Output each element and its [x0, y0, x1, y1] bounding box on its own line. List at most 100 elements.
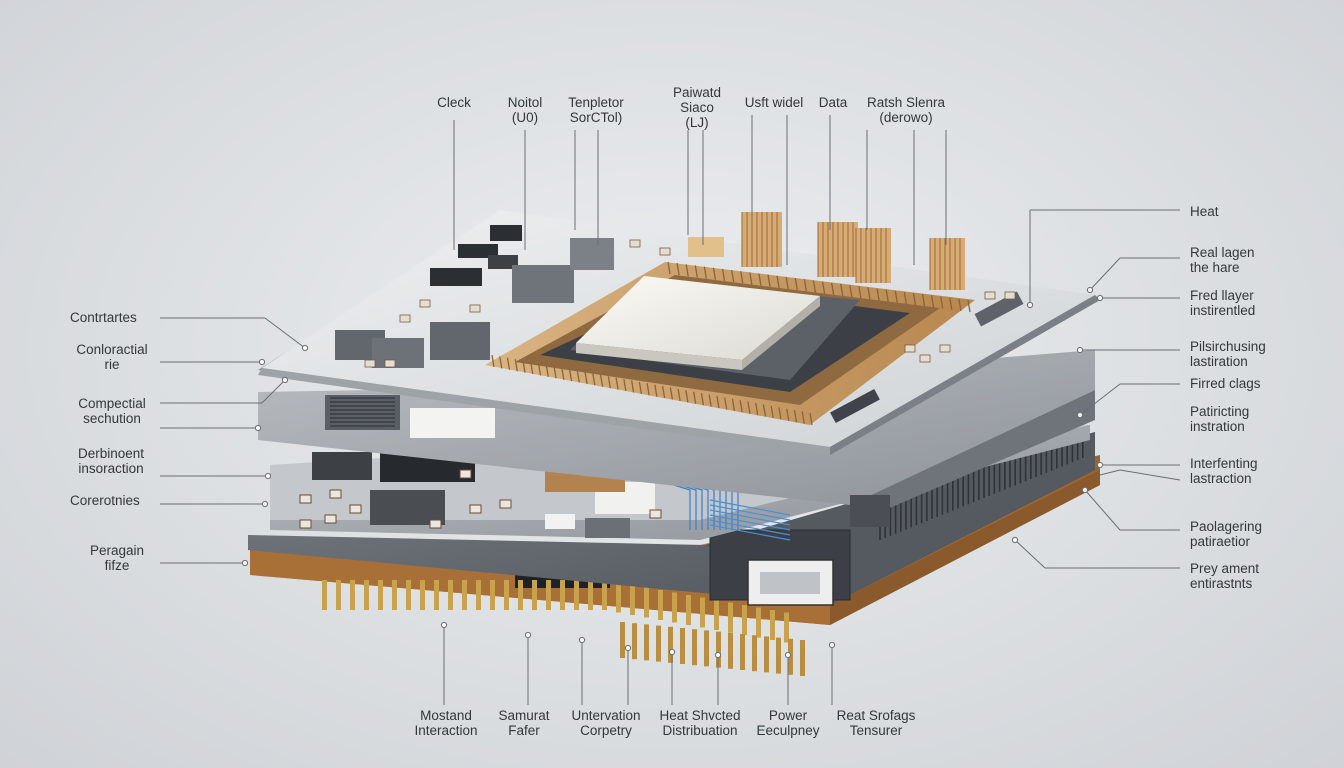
finger	[801, 411, 805, 424]
leader-line	[1084, 489, 1121, 531]
finger	[758, 273, 762, 286]
leader-line	[261, 379, 286, 404]
leader-dot	[1076, 411, 1084, 419]
finger	[685, 390, 689, 403]
finger	[676, 263, 680, 276]
gold-pin	[714, 600, 719, 630]
gold-pin	[704, 630, 709, 667]
finger	[646, 383, 650, 396]
leader-dot	[1026, 301, 1034, 309]
finger	[958, 298, 962, 311]
gold-pin	[800, 640, 805, 676]
finger	[685, 264, 689, 277]
chip-dark-2	[312, 452, 372, 480]
gold-pin	[616, 582, 621, 613]
finger	[786, 408, 790, 421]
gold-pin	[672, 592, 677, 623]
gold-pin	[350, 580, 355, 610]
finger	[809, 412, 813, 426]
gold-pin	[692, 629, 697, 666]
trace	[709, 524, 791, 541]
smd-part	[299, 494, 312, 504]
finger	[858, 286, 862, 299]
finger	[770, 405, 774, 419]
leader-dot	[264, 472, 272, 480]
finger	[568, 369, 573, 382]
finger	[654, 384, 658, 397]
gold-pin	[686, 595, 691, 625]
finger	[700, 393, 705, 406]
gold-pin	[756, 607, 761, 638]
finger	[694, 265, 698, 278]
gold-pin	[364, 580, 369, 610]
finger	[885, 289, 889, 302]
leader-dot	[1011, 536, 1019, 544]
gold-pin	[728, 602, 733, 633]
finger	[776, 275, 780, 288]
gold-pin	[336, 580, 341, 610]
gold-pin	[680, 628, 685, 664]
smd-part	[349, 504, 362, 514]
finger	[821, 281, 826, 294]
gold-pin	[740, 634, 745, 670]
finger	[638, 381, 643, 394]
finger	[708, 394, 712, 407]
smd-part	[299, 519, 312, 529]
smd-part	[459, 469, 472, 479]
smd-part	[399, 314, 411, 323]
heat-sink	[856, 228, 891, 283]
trace	[709, 509, 791, 526]
leader-line	[264, 317, 306, 349]
gold-pin	[784, 612, 789, 643]
leader-dot	[254, 424, 262, 432]
gold-pin	[518, 580, 523, 610]
gold-pin	[728, 632, 733, 669]
smd-part	[939, 344, 951, 353]
label-corerotnies: Corerotnies	[70, 493, 140, 508]
smd-part	[384, 359, 396, 368]
gold-pin	[322, 580, 327, 610]
finger	[514, 359, 518, 372]
gold-pin	[462, 580, 467, 610]
gold-pins	[322, 580, 805, 676]
finger	[661, 386, 666, 399]
finger	[778, 407, 782, 420]
gold-pin	[448, 580, 453, 610]
finger	[712, 267, 717, 280]
leader-dot	[1081, 486, 1089, 494]
finger	[724, 397, 728, 410]
finger	[967, 299, 971, 313]
gold-pin	[420, 580, 425, 610]
finger	[607, 376, 611, 389]
finger	[739, 400, 743, 413]
gold-pin	[764, 636, 769, 673]
label-contrates: Contrtartes	[70, 310, 137, 325]
leader-dot	[624, 644, 632, 652]
smd-part	[919, 354, 931, 363]
trace	[709, 519, 791, 536]
heat-sinks	[741, 212, 965, 290]
smd-part	[649, 509, 662, 519]
label-usft-widel: Usft widel	[744, 95, 804, 110]
finger	[693, 391, 697, 404]
finger	[630, 380, 635, 393]
top-board-chips	[335, 225, 1024, 424]
smd-part	[629, 239, 641, 248]
smd-part	[364, 359, 376, 368]
smd-part	[429, 519, 442, 529]
gold-pin	[602, 580, 607, 610]
gold-pin	[378, 580, 383, 610]
finger	[840, 283, 844, 296]
gold-pin	[644, 624, 649, 661]
gold-pin	[546, 580, 551, 610]
